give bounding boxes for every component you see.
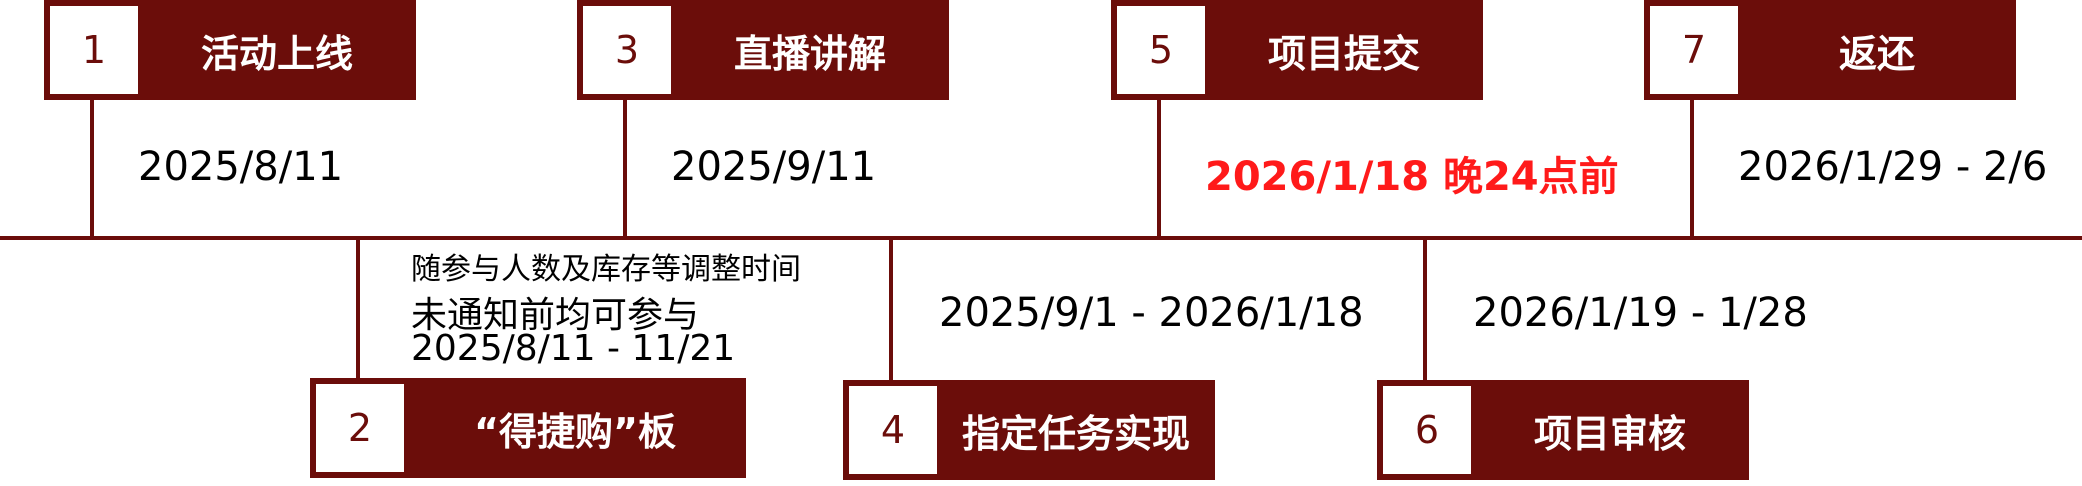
step-date-4: 2025/9/1 - 2026/1/18 <box>939 290 1364 336</box>
step-date-2: 2025/8/11 - 11/21 <box>411 328 736 369</box>
step-label: 项目提交 <box>1267 31 1420 76</box>
step-number: 3 <box>583 6 671 94</box>
step-date-6: 2026/1/19 - 1/28 <box>1473 290 1808 336</box>
step-box-3: 3 直播讲解 <box>577 0 949 100</box>
step-note-2b: 未通知前均可参与 <box>411 295 700 336</box>
step-label: 项目审核 <box>1533 411 1686 456</box>
step-box-4: 4 指定任务实现 <box>843 380 1215 480</box>
step-number: 5 <box>1117 6 1205 94</box>
step-label: “得捷购”板 <box>474 409 676 454</box>
stem-1 <box>90 100 94 240</box>
stem-7 <box>1690 100 1694 240</box>
stem-5 <box>1157 100 1161 240</box>
stem-3 <box>623 100 627 240</box>
step-number: 4 <box>849 386 937 474</box>
step-box-1: 1 活动上线 <box>44 0 416 100</box>
step-box-6: 6 项目审核 <box>1377 380 1749 480</box>
stem-6 <box>1423 236 1427 382</box>
step-number: 6 <box>1383 386 1471 474</box>
step-number: 1 <box>50 6 138 94</box>
step-note-2a: 随参与人数及库存等调整时间 <box>411 252 801 287</box>
step-box-2: 2 “得捷购”板 <box>310 378 746 478</box>
step-label: 直播讲解 <box>733 31 886 76</box>
step-label: 活动上线 <box>200 31 353 76</box>
step-date-3: 2025/9/11 <box>671 144 877 190</box>
step-number: 7 <box>1650 6 1738 94</box>
step-date-1: 2025/8/11 <box>138 144 344 190</box>
step-label: 返还 <box>1838 31 1915 76</box>
step-date-7: 2026/1/29 - 2/6 <box>1738 144 2048 190</box>
step-number: 2 <box>316 384 404 472</box>
stem-4 <box>889 236 893 382</box>
timeline-axis <box>0 236 2082 240</box>
step-label: 指定任务实现 <box>961 411 1190 456</box>
step-box-7: 7 返还 <box>1644 0 2016 100</box>
step-date-5: 2026/1/18 晚24点前 <box>1205 154 1619 200</box>
step-box-5: 5 项目提交 <box>1111 0 1483 100</box>
stem-2 <box>356 236 360 380</box>
